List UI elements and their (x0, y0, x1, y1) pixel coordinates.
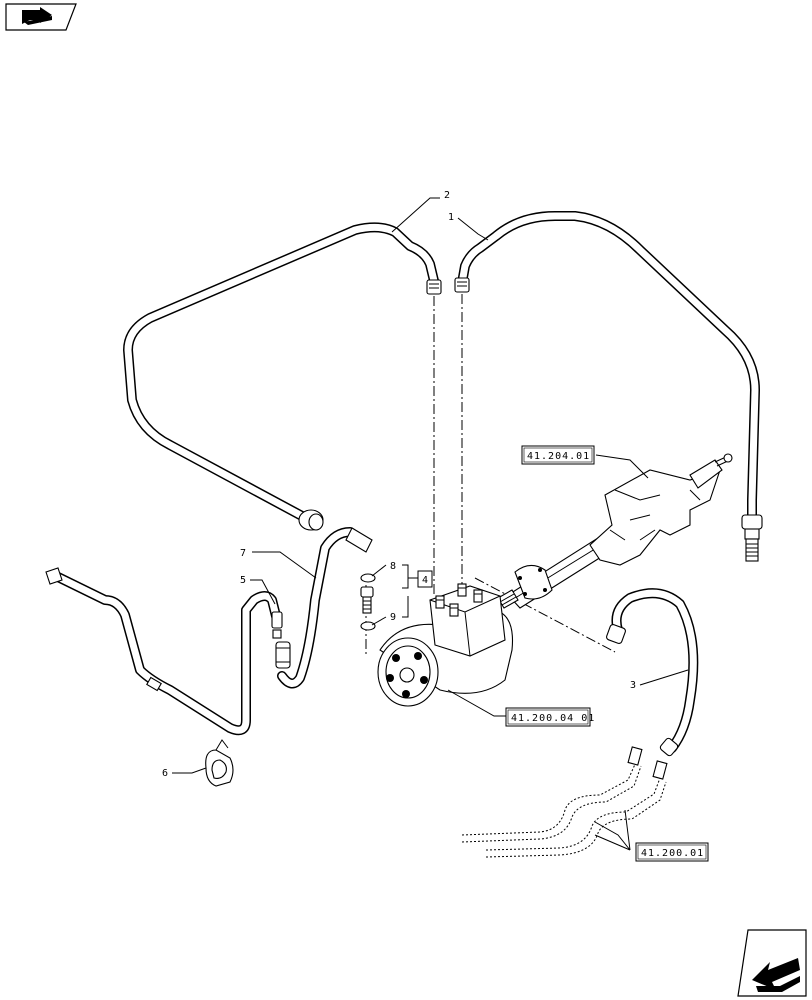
callout-7: 7 (240, 548, 246, 559)
ref-steering-column-label: 41.204.01 (527, 451, 590, 462)
steering-pipe-right (457, 211, 760, 520)
ref-hoses-label: 41.200.01 (641, 848, 704, 859)
pipe-5 (45, 567, 283, 736)
ref-steering-unit-label: 41.200.04 01 (511, 713, 595, 724)
hose-3 (606, 588, 699, 757)
leader-lines (172, 197, 689, 851)
pipe-right-lower-fitting (741, 514, 763, 562)
callout-2: 2 (444, 190, 450, 201)
steering-unit (377, 583, 514, 707)
book-arrow-icon[interactable] (5, 3, 77, 31)
callout-9: 9 (390, 612, 396, 623)
pipe-clip (205, 739, 234, 787)
ref-box-hoses[interactable]: 41.200.01 (635, 842, 709, 862)
pipe-7 (275, 527, 373, 689)
callout-4-box: 4 (417, 570, 433, 588)
pipe-right-upper-fitting (454, 277, 470, 293)
pipe-left-lower-fitting (298, 509, 324, 531)
assembly-centerlines (365, 294, 616, 655)
callout-5: 5 (240, 575, 246, 586)
phantom-hoses (461, 746, 668, 858)
seal-ring-8 (360, 573, 376, 583)
ref-box-steering-unit[interactable]: 41.200.04 01 (505, 707, 595, 727)
steering-pipe-left (123, 222, 440, 521)
callout-1: 1 (448, 212, 454, 223)
seal-ring-9 (360, 621, 376, 631)
ref-box-steering-column[interactable]: 41.204.01 (521, 445, 595, 465)
callout-4: 4 (422, 575, 428, 586)
callout-6: 6 (162, 768, 168, 779)
steering-column (497, 453, 733, 609)
adapter-union (360, 586, 374, 614)
callout-3: 3 (630, 680, 636, 691)
callout-8: 8 (390, 561, 396, 572)
next-page-arrow-icon[interactable] (737, 929, 807, 997)
pipe-left-upper-fitting (426, 279, 442, 295)
